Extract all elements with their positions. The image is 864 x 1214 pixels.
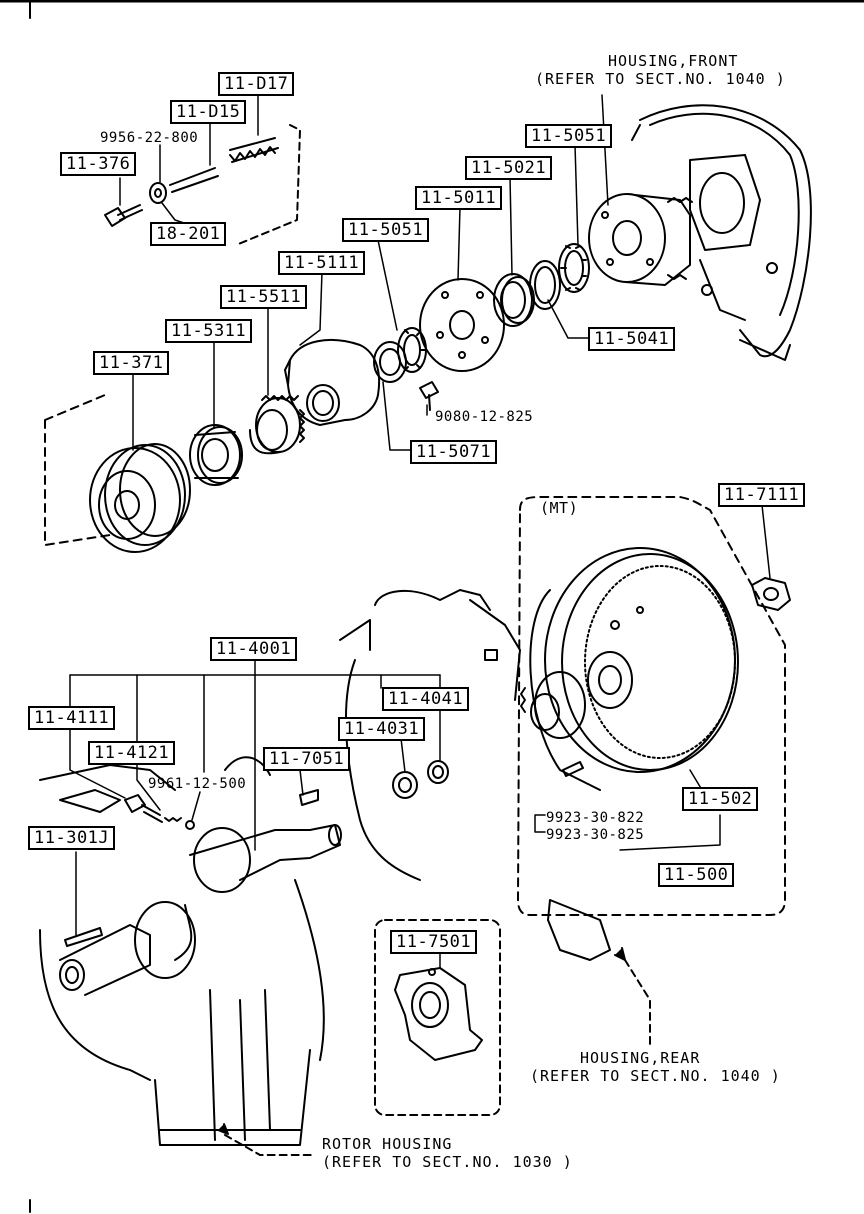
jet-plug bbox=[124, 794, 195, 830]
needle-bearing-lower bbox=[397, 327, 427, 373]
spacer bbox=[493, 273, 535, 327]
part-label-11-D17: 11-D17 bbox=[218, 72, 295, 96]
spring-dashed-outline bbox=[235, 124, 301, 246]
leader-lines bbox=[69, 94, 771, 969]
bearing-dashed-box bbox=[374, 919, 501, 1116]
flywheel-dashed-outline bbox=[517, 496, 786, 916]
rotor-housing-title: ROTOR HOUSING bbox=[322, 1135, 453, 1153]
rear-housing-ref: (REFER TO SECT.NO. 1040 ) bbox=[530, 1067, 781, 1085]
pulley-small bbox=[189, 424, 243, 486]
part-label-11-371: 11-371 bbox=[93, 351, 170, 375]
part-label-9956-22-800: 9956-22-800 bbox=[100, 130, 199, 146]
oil-seal-ring bbox=[392, 760, 449, 799]
main-pulley bbox=[89, 443, 191, 553]
part-label-11-5511: 11-5511 bbox=[220, 285, 308, 309]
shaft-end-gear bbox=[520, 671, 586, 739]
part-label-11-502: 11-502 bbox=[682, 787, 759, 811]
part-label-11-4041: 11-4041 bbox=[382, 687, 470, 711]
part-label-11-500: 11-500 bbox=[658, 863, 735, 887]
front-housing-ref: (REFER TO SECT.NO. 1040 ) bbox=[535, 70, 786, 88]
rear-housing-title: HOUSING,REAR bbox=[580, 1049, 701, 1067]
part-label-11-4001: 11-4001 bbox=[210, 637, 298, 661]
washer-small bbox=[149, 182, 167, 204]
pulley-dashed-outline bbox=[44, 394, 111, 546]
part-label-11-5111: 11-5111 bbox=[278, 251, 366, 275]
part-label-11-5021: 11-5021 bbox=[465, 156, 553, 180]
counterweight bbox=[284, 339, 380, 426]
flywheel-nut bbox=[751, 577, 791, 611]
eccentric-shaft bbox=[59, 756, 342, 996]
thrust-plate bbox=[373, 341, 407, 383]
part-label-11-7051: 11-7051 bbox=[263, 747, 351, 771]
rear-housing bbox=[339, 589, 611, 961]
part-label-11-5011: 11-5011 bbox=[415, 186, 503, 210]
part-label-11-D15: 11-D15 bbox=[170, 100, 247, 124]
front-housing-drawing bbox=[631, 104, 812, 361]
variant-label-mt: (MT) bbox=[540, 499, 579, 517]
rear-housing-leader bbox=[624, 959, 651, 1046]
part-label-11-5051-lower: 11-5051 bbox=[342, 218, 430, 242]
part-label-11-4111: 11-4111 bbox=[28, 706, 116, 730]
part-label-11-5051-upper: 11-5051 bbox=[525, 124, 613, 148]
flywheel bbox=[529, 547, 739, 791]
part-label-9961-12-500: 9961-12-500 bbox=[148, 776, 247, 792]
plug-pin bbox=[64, 927, 103, 947]
rotor-housing-leader bbox=[224, 1134, 316, 1156]
part-label-9923-30-825: 9923-30-825 bbox=[546, 827, 645, 843]
part-label-11-301J: 11-301J bbox=[28, 826, 116, 850]
small-bolt bbox=[419, 381, 439, 411]
key-small bbox=[299, 789, 319, 806]
part-label-9080-12-825: 9080-12-825 bbox=[435, 409, 534, 425]
part-label-11-7501: 11-7501 bbox=[390, 930, 478, 954]
pulley-bolt bbox=[104, 204, 143, 227]
timing-gear bbox=[249, 395, 305, 455]
rotor-housing-ref: (REFER TO SECT.NO. 1030 ) bbox=[322, 1153, 573, 1171]
rotor-housing-arrow bbox=[217, 1123, 229, 1135]
front-housing-title: HOUSING,FRONT bbox=[608, 52, 739, 70]
part-label-11-5311: 11-5311 bbox=[165, 319, 253, 343]
part-label-18-201: 18-201 bbox=[150, 222, 227, 246]
key-pin bbox=[562, 761, 584, 777]
part-label-11-5071: 11-5071 bbox=[410, 440, 498, 464]
part-label-11-4031: 11-4031 bbox=[338, 717, 426, 741]
eccentric-hub-gear bbox=[588, 193, 693, 286]
balance-weight-plate bbox=[419, 278, 505, 372]
plunger-spring bbox=[169, 137, 279, 193]
rear-housing-arrow bbox=[614, 947, 626, 961]
part-label-11-376: 11-376 bbox=[60, 152, 137, 176]
part-label-11-7111: 11-7111 bbox=[718, 483, 806, 507]
part-label-11-5041: 11-5041 bbox=[588, 327, 676, 351]
part-label-9923-30-822: 9923-30-822 bbox=[546, 810, 645, 826]
main-bearing bbox=[394, 967, 483, 1061]
needle-bearing-upper bbox=[558, 243, 590, 293]
part-label-11-4121: 11-4121 bbox=[88, 741, 176, 765]
